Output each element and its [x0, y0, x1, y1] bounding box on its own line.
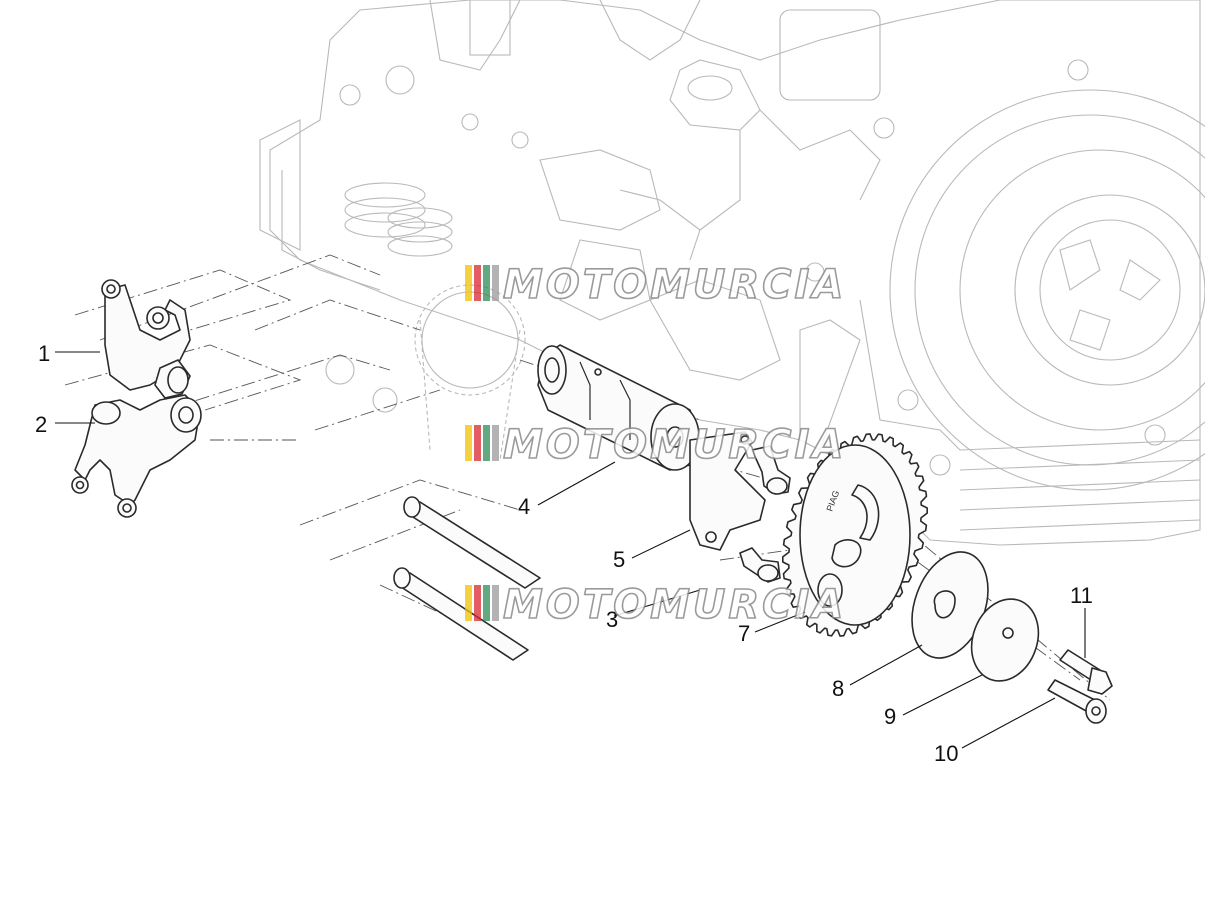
bolt-icon [739, 547, 781, 583]
cam-washer-large [911, 551, 989, 659]
callout-9: 9 [884, 704, 896, 729]
rocker-shaft-pin [393, 567, 529, 661]
watermark-text: MOTOMURCIA [503, 422, 846, 468]
sprocket-icon: PIAG [782, 433, 928, 637]
callout-3: 3 [606, 607, 618, 632]
cam-washer-small [970, 598, 1040, 682]
thrust-plate [689, 431, 766, 551]
watermark-logo: MOTOMURCIA [465, 421, 846, 469]
callout-labels: 1 2 3 4 5 7 8 9 10 11 [35, 341, 1093, 766]
rocker-arm-icon [71, 394, 202, 518]
watermark-logo: MOTOMURCIA [465, 581, 846, 629]
callout-11: 11 [1070, 583, 1093, 608]
watermark-text: MOTOMURCIA [503, 582, 846, 628]
bolt-icon [1059, 649, 1113, 695]
rocker-arm-icon [101, 279, 191, 399]
rocker-shaft-pin [403, 496, 541, 589]
callout-10: 10 [934, 741, 958, 766]
watermark-logo: MOTOMURCIA [465, 261, 846, 309]
callout-7: 7 [738, 621, 750, 646]
callout-4: 4 [518, 494, 530, 519]
watermark-text: MOTOMURCIA [503, 262, 846, 308]
bolt-icon [1047, 679, 1107, 724]
camshaft-icon [537, 344, 701, 471]
callout-1: 1 [38, 341, 50, 366]
callout-2: 2 [35, 412, 47, 437]
callout-8: 8 [832, 676, 844, 701]
leader-lines [55, 351, 1086, 749]
callout-5: 5 [613, 547, 625, 572]
bolt-icon [751, 445, 791, 495]
